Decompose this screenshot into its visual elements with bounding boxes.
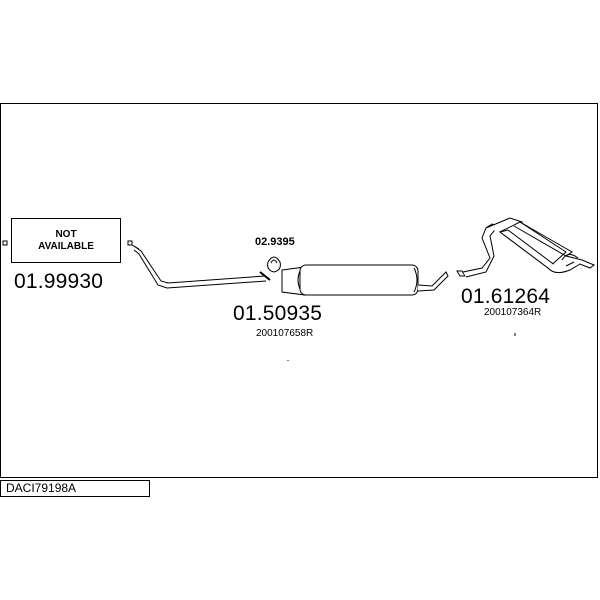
rear-silencer	[456, 217, 595, 278]
not-available-box: NOT AVAILABLE	[11, 218, 121, 263]
not-available-line2: AVAILABLE	[38, 240, 94, 252]
middle-part-number: 01.50935	[233, 302, 323, 325]
middle-oem-number: 200107658R	[256, 328, 314, 339]
reference-code: DACI79198A	[6, 481, 77, 495]
front-pipe	[131, 244, 267, 289]
reference-box: DACI79198A	[0, 480, 150, 497]
middle-silencer	[281, 264, 449, 296]
left-connector-mark	[2, 240, 8, 246]
clamp-icon	[259, 256, 281, 281]
not-available-line1: NOT	[55, 228, 77, 240]
front-part-number: 01.99930	[14, 270, 104, 293]
front-pipe-connector	[127, 240, 133, 246]
rear-part-number: 01.61264	[461, 285, 551, 308]
diagram-frame	[0, 103, 598, 478]
rear-oem-number: 200107364R	[484, 307, 542, 318]
clamp-part-number: 02.9395	[255, 236, 295, 248]
